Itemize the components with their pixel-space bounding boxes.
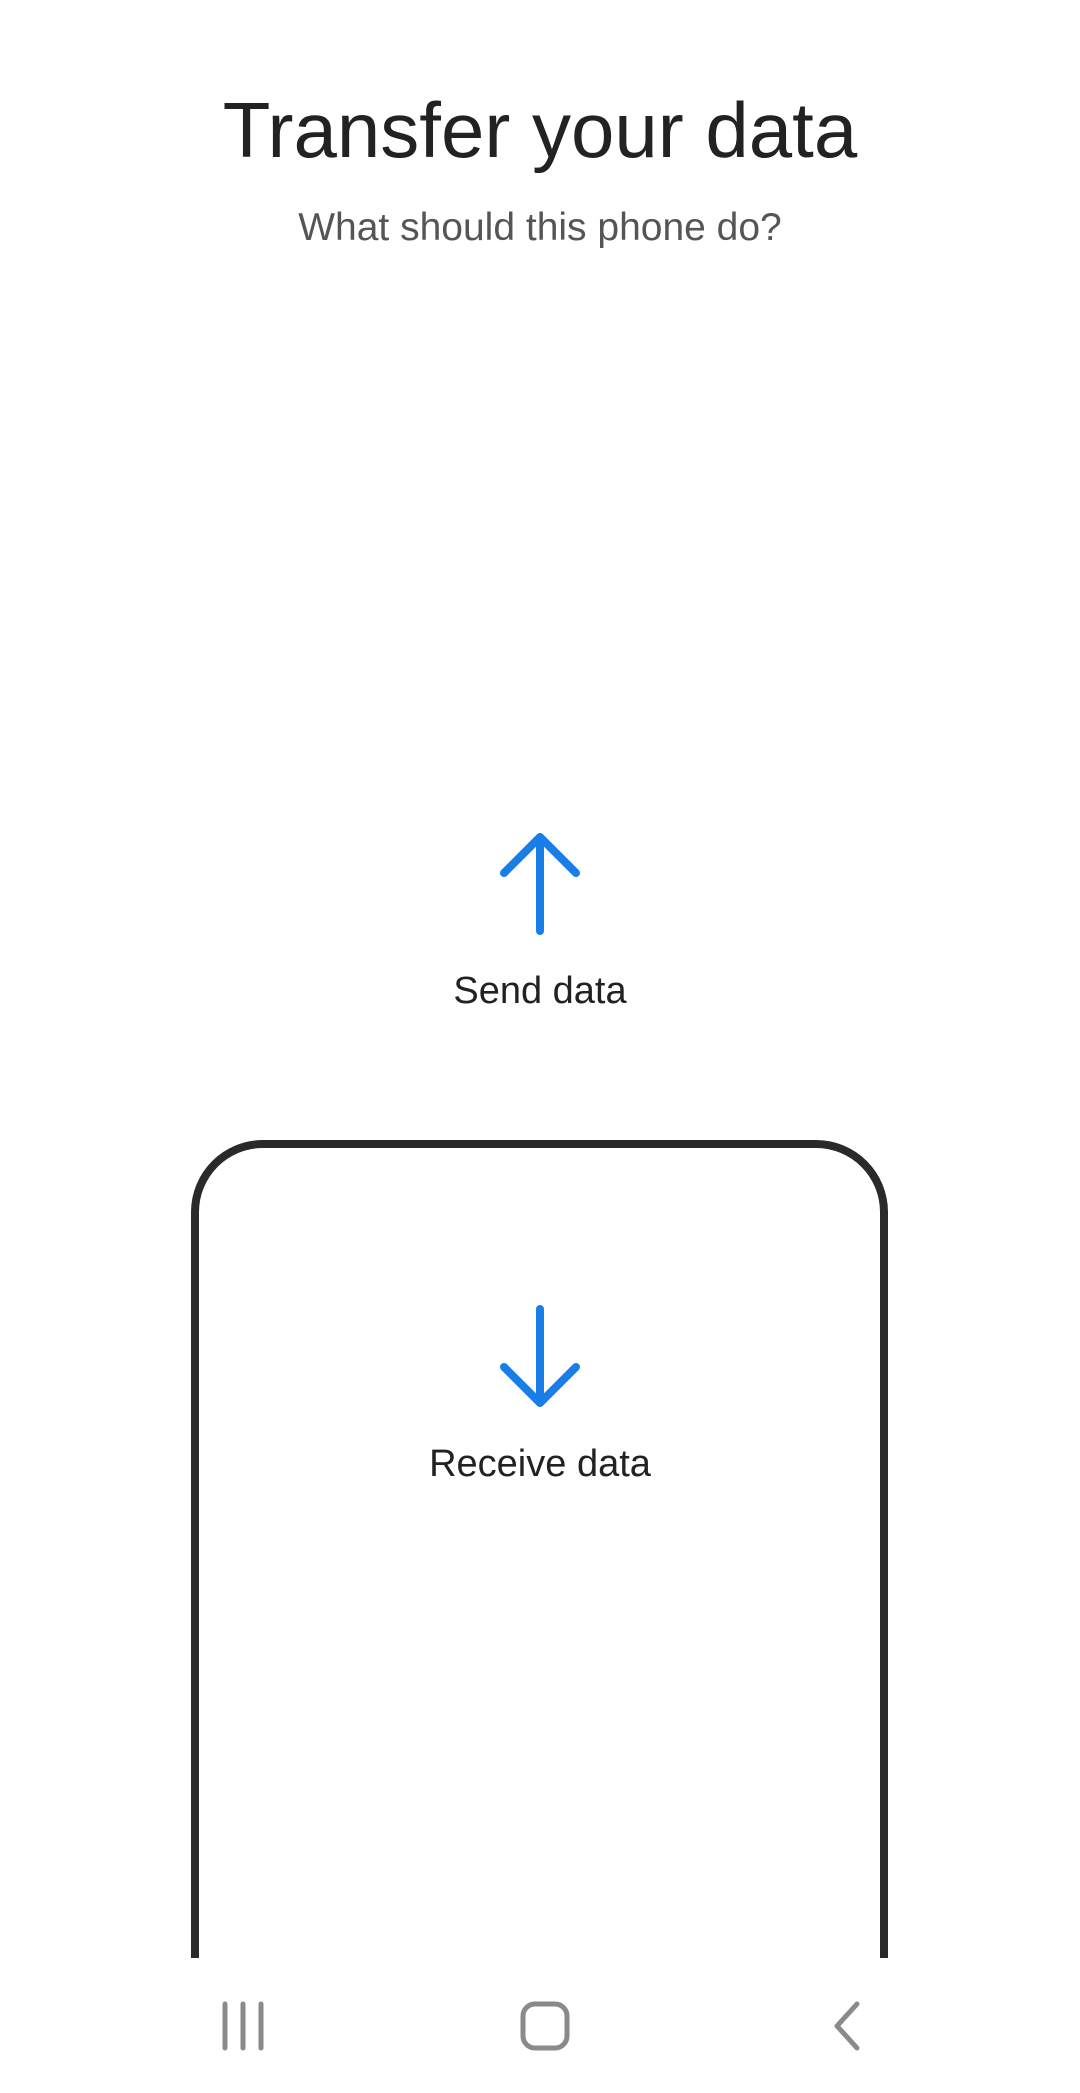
navigation-bar <box>0 1958 1080 2093</box>
send-data-label: Send data <box>453 970 627 1012</box>
home-button[interactable] <box>495 1980 595 2076</box>
send-data-button[interactable]: Send data <box>340 820 740 1030</box>
back-icon <box>829 2000 865 2057</box>
page-subtitle: What should this phone do? <box>298 206 782 249</box>
receive-data-button[interactable]: Receive data <box>340 1295 740 1515</box>
back-button[interactable] <box>797 1980 897 2076</box>
receive-data-label: Receive data <box>429 1443 651 1485</box>
arrow-down-icon <box>500 1305 580 1409</box>
recents-button[interactable] <box>193 1980 293 2076</box>
phone-outline <box>191 1140 888 1970</box>
home-icon <box>519 2000 571 2057</box>
arrow-up-icon <box>500 831 580 935</box>
recents-icon <box>219 2000 267 2057</box>
page-title: Transfer your data <box>222 86 858 174</box>
